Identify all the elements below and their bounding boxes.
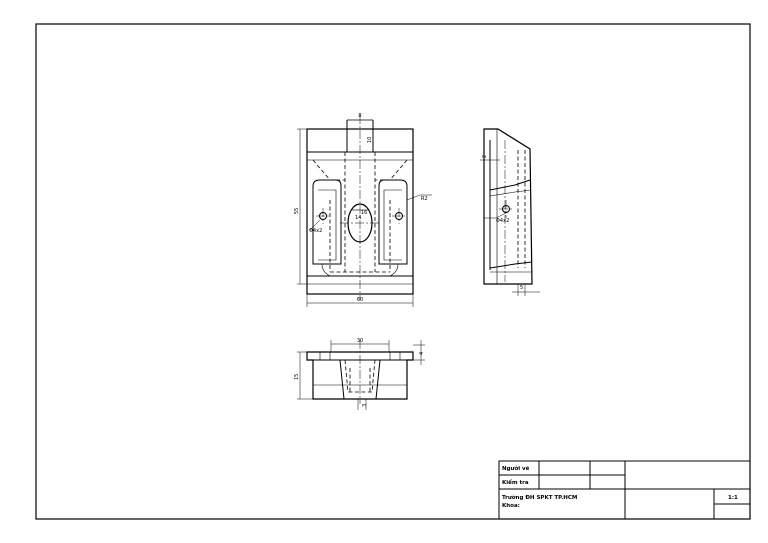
dim-overall-width: 60 (357, 297, 363, 303)
dim-top-width: 8 (358, 113, 361, 119)
dim-bottom-depth: 3 (362, 404, 368, 407)
dim-side-hole: Φ4x2 (496, 218, 509, 224)
dim-top-depth: 10 (367, 137, 373, 143)
side-view-dimensions: 2 Φ4x2 5 (480, 154, 540, 296)
bottom-view (306, 340, 414, 404)
dim-overall-height: 55 (294, 208, 300, 214)
dim-hole-left: Φ4x2 (309, 228, 322, 234)
title-block-school: Trường ĐH SPKT TP.HCM (502, 494, 577, 501)
dim-side-bottom: 5 (520, 285, 523, 291)
title-block-drawn-by-label: Người vẽ (502, 465, 530, 472)
front-view (306, 115, 414, 300)
dim-bottom-height: 15 (294, 374, 300, 380)
dim-slot-h: 14 (355, 215, 361, 221)
dim-radius: R2 (421, 196, 428, 202)
title-block (498, 460, 751, 520)
bottom-view-dimensions: 30 15 4 3 (294, 338, 425, 410)
title-block-scale: 1:1 (728, 495, 738, 501)
dim-side-top: 2 (482, 155, 488, 158)
side-view (483, 128, 533, 285)
dim-bottom-right: 4 (419, 352, 425, 355)
front-view-dimensions: 8 10 55 R2 16 14 Φ4x2 60 (294, 113, 432, 307)
title-block-class: Khoa: (502, 503, 520, 509)
title-block-checked-by-label: Kiểm tra (502, 479, 529, 486)
dim-center-slot: 16 (361, 210, 367, 216)
drawing-border (35, 23, 751, 520)
dim-bottom-width: 30 (357, 338, 363, 344)
